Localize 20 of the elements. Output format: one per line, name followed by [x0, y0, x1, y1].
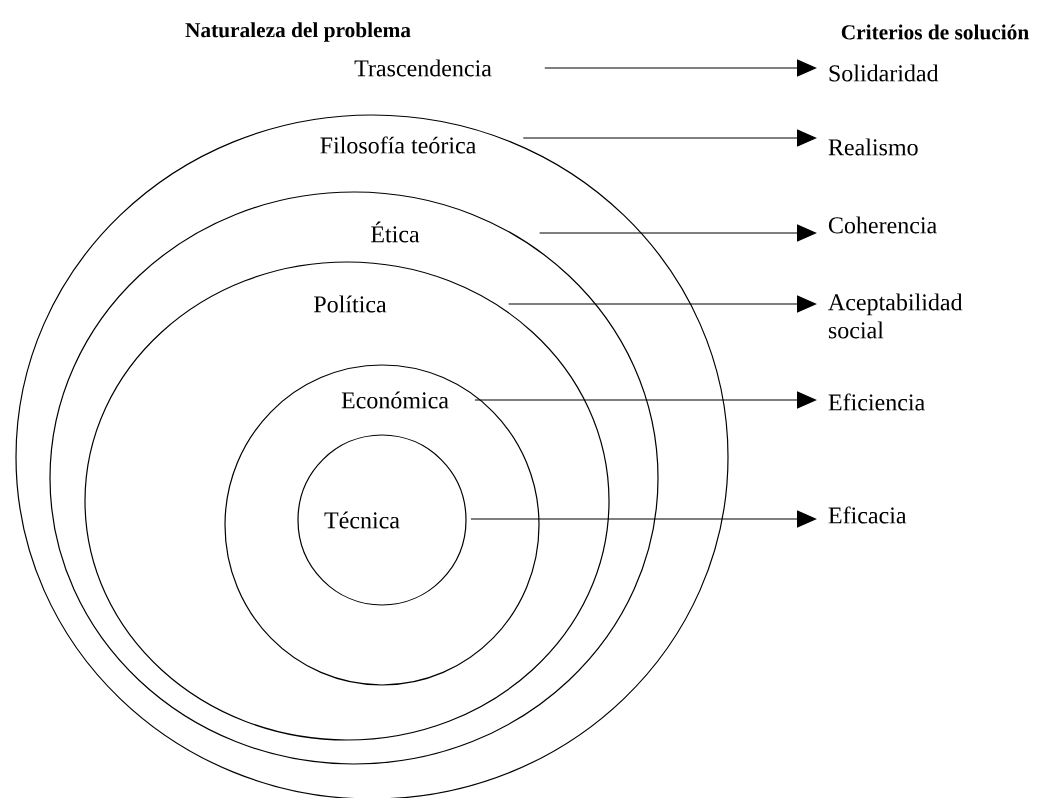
- criterion-text: Solidaridad: [829, 64, 939, 82]
- level-label: Trascendencia: [354, 59, 492, 77]
- criterion-text: Coherencia: [828, 216, 937, 234]
- level-label: Económica: [341, 391, 449, 409]
- level-label: Técnica: [324, 511, 400, 529]
- criterion-text: Eficacia: [828, 506, 907, 524]
- arrow: [474, 391, 817, 409]
- criterion-text: Eficiencia: [828, 393, 925, 411]
- level-label: Filosofía teórica: [320, 136, 476, 154]
- arrow: [470, 510, 817, 528]
- level-label: Política: [314, 295, 387, 313]
- column-heading: Criterios de solución: [841, 24, 1029, 40]
- column-heading: Naturaleza del problema: [185, 22, 411, 42]
- arrow: [544, 59, 817, 77]
- level-label: Ética: [371, 221, 420, 243]
- criterion-text: Aceptabilidad social: [828, 293, 963, 339]
- arrow: [539, 224, 817, 242]
- arrow: [522, 129, 817, 147]
- criterion-text: Realismo: [828, 138, 918, 156]
- arrow: [508, 295, 817, 313]
